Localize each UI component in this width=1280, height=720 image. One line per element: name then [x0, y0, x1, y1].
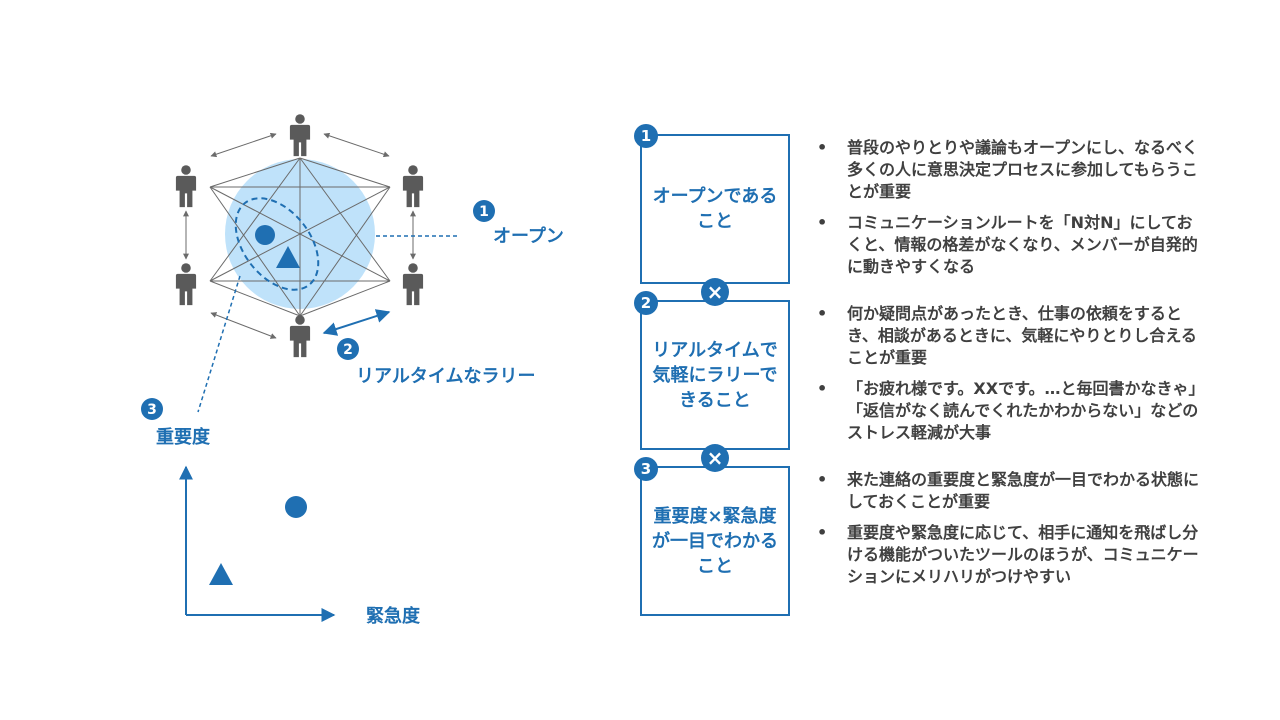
section-badge-3: 3 — [634, 457, 658, 481]
badge-open-number: 1 — [479, 204, 489, 220]
person-icon — [175, 263, 197, 306]
section-box-priority: 重要度×緊急度が一目でわかること — [640, 466, 790, 616]
rally-ellipse — [234, 197, 320, 291]
person-icon — [402, 263, 424, 306]
multiply-icon: × — [701, 278, 729, 306]
person-icon — [289, 114, 311, 157]
outer-arrows — [183, 132, 416, 339]
section-title-priority: 重要度×緊急度が一目でわかること — [652, 505, 778, 577]
bullets-priority: 来た連絡の重要度と緊急度が一目でわかる状態にしておくことが重要 重要度や緊急度に… — [815, 469, 1200, 597]
section-title-open: オープンであること — [652, 186, 778, 232]
section-title-realtime: リアルタイムで気軽にラリーできること — [652, 339, 778, 411]
bullets-open: 普段のやりとりや議論もオープンにし、なるべく多くの人に意思決定プロセスに参加して… — [815, 137, 1200, 287]
badge-rally-number: 2 — [343, 342, 353, 358]
importance-leader-line — [197, 275, 241, 413]
bullets-realtime: 何か疑問点があったとき、仕事の依頼をするとき、相談があるときに、気軽にやりとりし… — [815, 303, 1200, 453]
section-box-realtime: リアルタイムで気軽にラリーできること — [640, 300, 790, 450]
bullet-item: コミュニケーションルートを「N対N」にしておくと、情報の格差がなくなり、メンバー… — [815, 212, 1200, 278]
bullet-item: 重要度や緊急度に応じて、相手に通知を飛ばし分ける機能がついたツールのほうが、コミ… — [815, 522, 1200, 588]
person-icon — [175, 165, 197, 208]
communication-diagram: 1 オープン 2 リアルタイムなラリー 3 重要度 緊急度 — [141, 114, 564, 627]
label-rally: リアルタイムなラリー — [356, 366, 535, 387]
rally-arrow — [322, 309, 391, 336]
badge-importance — [141, 398, 163, 420]
label-importance: 重要度 — [156, 426, 211, 448]
label-open: オープン — [493, 225, 564, 247]
bullet-item: 「お疲れ様です。XXです。…と毎回書かなきゃ」「返信がなく読んでくれたかわからな… — [815, 378, 1200, 444]
network-lines — [209, 157, 391, 317]
section-badge-1: 1 — [634, 124, 658, 148]
badge-rally — [337, 338, 359, 360]
circle-icon — [285, 496, 307, 518]
section-box-open: オープンであること — [640, 134, 790, 284]
matrix-axes — [179, 465, 336, 622]
badge-importance-number: 3 — [147, 402, 157, 418]
person-icon — [402, 165, 424, 208]
circle-icon — [255, 225, 275, 245]
bullet-item: 何か疑問点があったとき、仕事の依頼をするとき、相談があるときに、気軽にやりとりし… — [815, 303, 1200, 369]
multiply-icon: × — [701, 444, 729, 472]
section-badge-2: 2 — [634, 291, 658, 315]
bullet-item: 来た連絡の重要度と緊急度が一目でわかる状態にしておくことが重要 — [815, 469, 1200, 513]
badge-open — [473, 200, 495, 222]
triangle-icon — [276, 246, 300, 268]
person-icon — [289, 315, 311, 358]
triangle-icon — [209, 563, 233, 585]
bullet-item: 普段のやりとりや議論もオープンにし、なるべく多くの人に意思決定プロセスに参加して… — [815, 137, 1200, 203]
label-urgency: 緊急度 — [366, 605, 421, 627]
